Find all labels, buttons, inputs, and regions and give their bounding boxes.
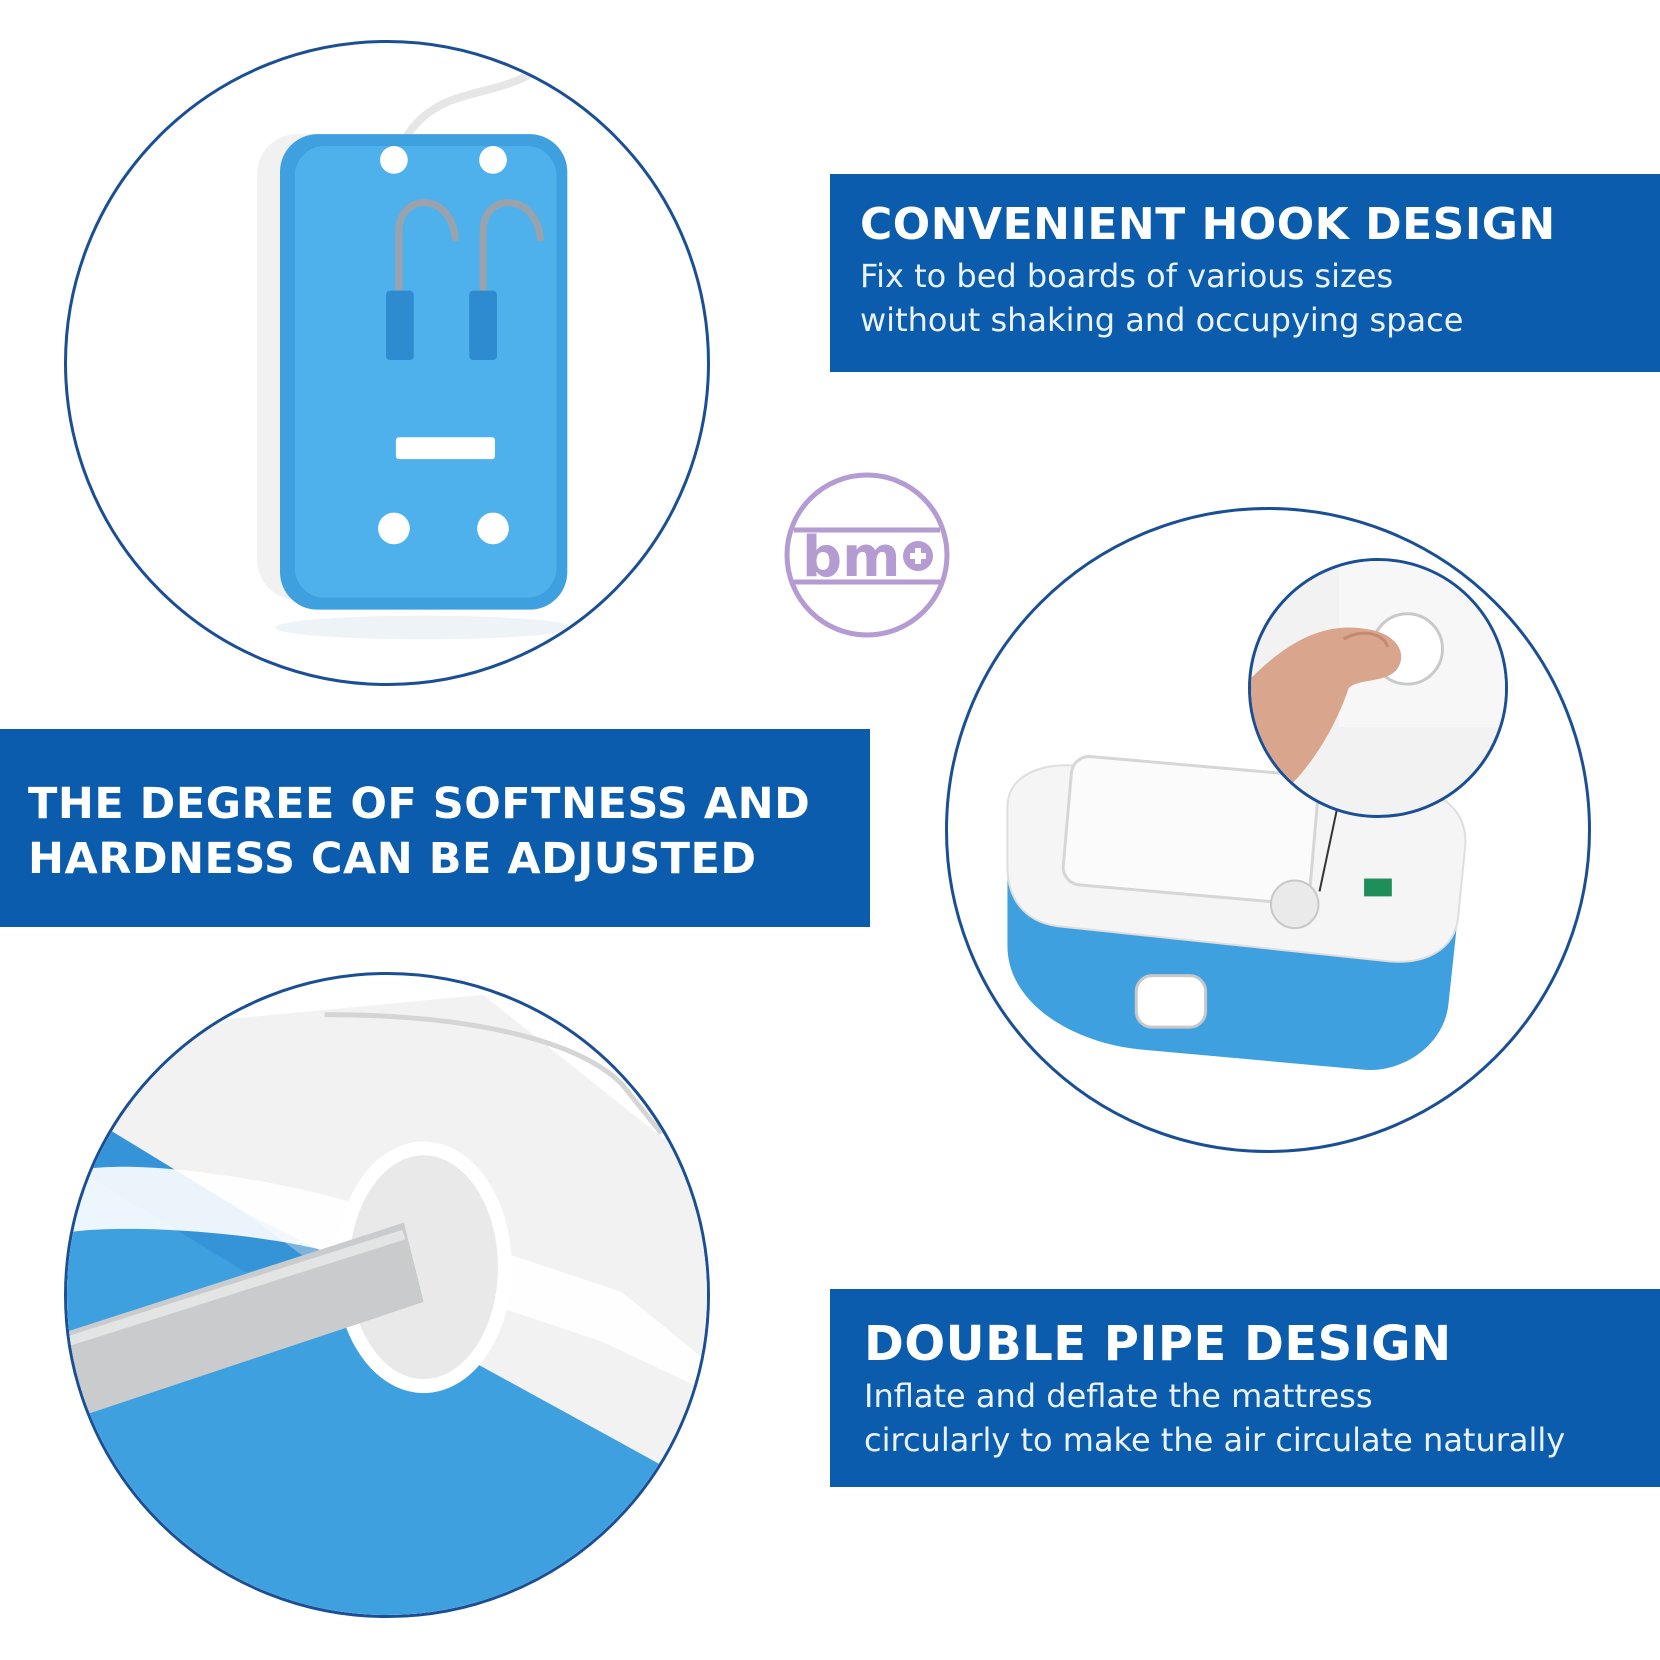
double-pipe-line1: Inflate and deflate the mattress: [864, 1377, 1373, 1415]
double-pipe-outlet-image: [64, 972, 710, 1618]
hook-design-banner: CONVENIENT HOOK DESIGN Fix to bed boards…: [830, 174, 1660, 372]
logo-text: bm: [802, 525, 900, 590]
hand-turning-knob-image: [1248, 558, 1508, 818]
double-pipe-title: DOUBLE PIPE DESIGN: [864, 1316, 1452, 1372]
plus-icon: [903, 541, 933, 571]
double-pipe-line2: circularly to make the air circulate nat…: [864, 1421, 1566, 1459]
pump-back-with-hooks-image: [64, 40, 710, 686]
hook-design-line2: without shaking and occupying space: [860, 301, 1464, 339]
pump-with-adjustment-knob-image: [945, 507, 1591, 1153]
softness-title-line2: HARDNESS CAN BE ADJUSTED: [28, 834, 757, 884]
double-pipe-banner: DOUBLE PIPE DESIGN Inflate and deflate t…: [830, 1289, 1660, 1487]
softness-banner: THE DEGREE OF SOFTNESS AND HARDNESS CAN …: [0, 729, 870, 927]
bmo-logo: bm: [782, 470, 952, 640]
softness-title-line1: THE DEGREE OF SOFTNESS AND: [28, 779, 811, 829]
hook-design-title: CONVENIENT HOOK DESIGN: [860, 199, 1556, 250]
hook-design-line1: Fix to bed boards of various sizes: [860, 257, 1394, 295]
